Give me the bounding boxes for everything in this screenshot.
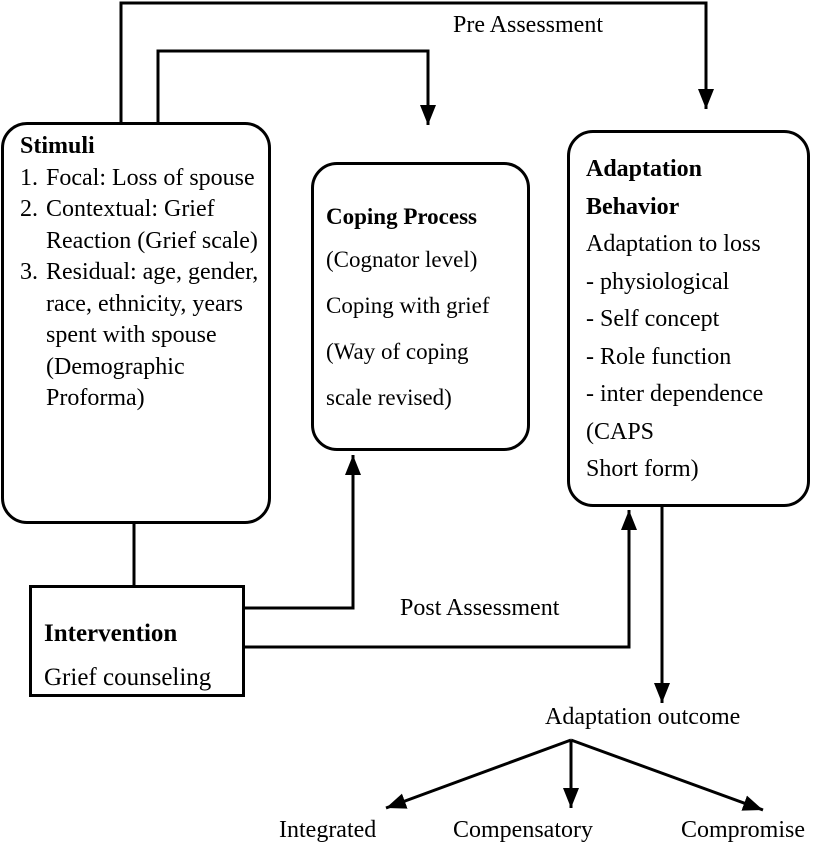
stimuli-item-text: Focal: Loss of spouse	[46, 164, 255, 191]
intervention-box: Intervention Grief counseling	[29, 585, 245, 697]
stimuli-to-coping-arrow	[156, 49, 436, 125]
stimuli-item-number: 3.	[20, 259, 38, 285]
stimuli-item-text: Residual: age, gender, race, ethnicity, …	[46, 259, 259, 411]
adaptation-line: - physiological	[586, 268, 730, 295]
outcome-compensatory: Compensatory	[453, 817, 593, 843]
coping-process-title: Coping Process	[326, 204, 477, 229]
outcome-to-compromise-arrow	[570, 738, 764, 812]
coping-line: scale revised)	[326, 385, 452, 410]
stimuli-box: Stimuli 1. Focal: Loss of spouse 2. Cont…	[1, 122, 271, 524]
pre-assessment-label: Pre Assessment	[453, 12, 603, 38]
intervention-to-coping-arrow	[244, 455, 361, 610]
adaptation-behavior-title-line1: Adaptation	[586, 156, 703, 182]
coping-process-box: Coping Process (Cognator level) Coping w…	[311, 162, 530, 451]
post-assessment-label: Post Assessment	[400, 595, 560, 621]
adaptation-line: Adaptation to loss	[586, 231, 761, 257]
coping-line: (Cognator level)	[326, 247, 478, 272]
intervention-title: Intervention	[44, 620, 178, 647]
coping-line: (Way of coping	[326, 339, 469, 364]
adaptation-line: Short form)	[586, 456, 699, 482]
outcome-to-integrated-arrow	[385, 738, 572, 810]
stimuli-item-focal: 1. Focal: Loss of spouse	[20, 163, 262, 195]
stimuli-item-residual: 3. Residual: age, gender, race, ethnicit…	[20, 257, 262, 415]
adaptation-outcome-label: Adaptation outcome	[545, 704, 741, 730]
stimuli-item-number: 2.	[20, 196, 38, 222]
outcome-integrated: Integrated	[279, 817, 377, 843]
outcome-compromise: Compromise	[681, 817, 805, 843]
stimuli-item-text: Contextual: Grief Reaction (Grief scale)	[46, 196, 258, 254]
adaptation-line: - Role function	[586, 343, 732, 370]
adaptation-line: - Self concept	[586, 306, 720, 332]
adaptation-behavior-title-line2: Behavior	[586, 193, 680, 220]
intervention-text: Grief counseling	[44, 664, 212, 691]
pre-assessment-arrow	[119, 1, 714, 124]
post-assessment-arrow	[244, 510, 637, 649]
adaptation-line: - inter dependence	[586, 381, 764, 407]
stimuli-item-contextual: 2. Contextual: Grief Reaction (Grief sca…	[20, 194, 262, 257]
adaptation-line: (CAPS	[586, 418, 655, 445]
adaptation-behavior-box: Adaptation Behavior Adaptation to loss -…	[567, 130, 810, 507]
stimuli-item-number: 1.	[20, 164, 38, 191]
coping-line: Coping with grief	[326, 293, 490, 318]
stimuli-title: Stimuli	[20, 133, 95, 159]
